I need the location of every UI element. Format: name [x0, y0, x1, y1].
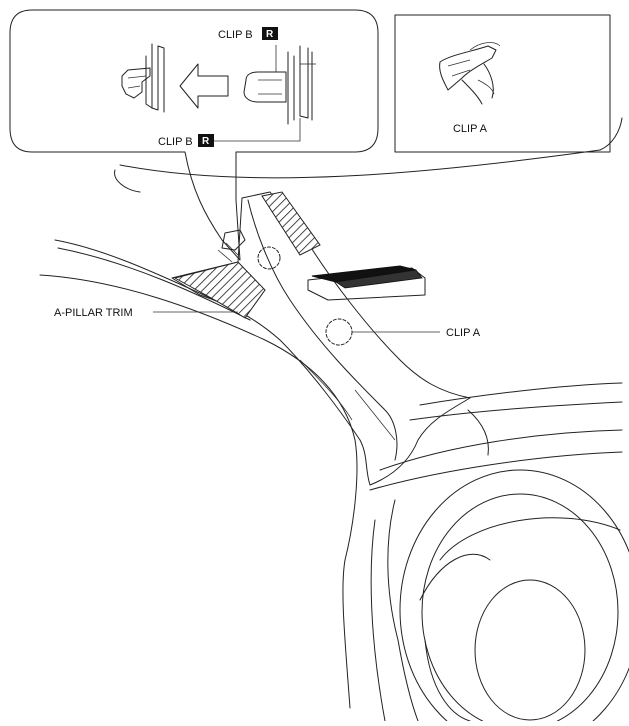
a-pillar-trim-label: A-PILLAR TRIM — [54, 307, 133, 319]
replace-marker-bottom — [198, 134, 214, 147]
clip-a-label: CLIP A — [446, 327, 481, 339]
clip-b-callout-bubble: CLIP B R CLIP B R — [9, 9, 379, 261]
a-pillar-trim-panel — [171, 191, 471, 486]
clip-a-inset-icon — [439, 42, 501, 105]
steering-wheel — [370, 469, 629, 726]
a-pillar-hatch-areas — [173, 191, 321, 319]
replace-marker-bottom-text: R — [202, 136, 210, 147]
roof-lines — [39, 239, 358, 709]
clip-b-installed-icon — [243, 45, 316, 125]
clip-b-bottom-label: CLIP B — [158, 136, 193, 148]
clip-b-top-label: CLIP B — [218, 29, 253, 41]
replace-marker-top-text: R — [266, 29, 274, 40]
clip-b-removed-icon — [121, 43, 165, 113]
windshield-outline — [114, 117, 623, 193]
replace-marker-top — [262, 27, 278, 40]
removal-arrow-icon — [179, 63, 229, 109]
dashboard-lines — [369, 382, 623, 491]
clip-a-inset-label: CLIP A — [453, 123, 488, 135]
main-callouts: A-PILLAR TRIM CLIP A — [54, 307, 481, 339]
clip-a-inset-box: CLIP A — [394, 14, 611, 153]
pull-direction-arrow — [307, 265, 426, 301]
